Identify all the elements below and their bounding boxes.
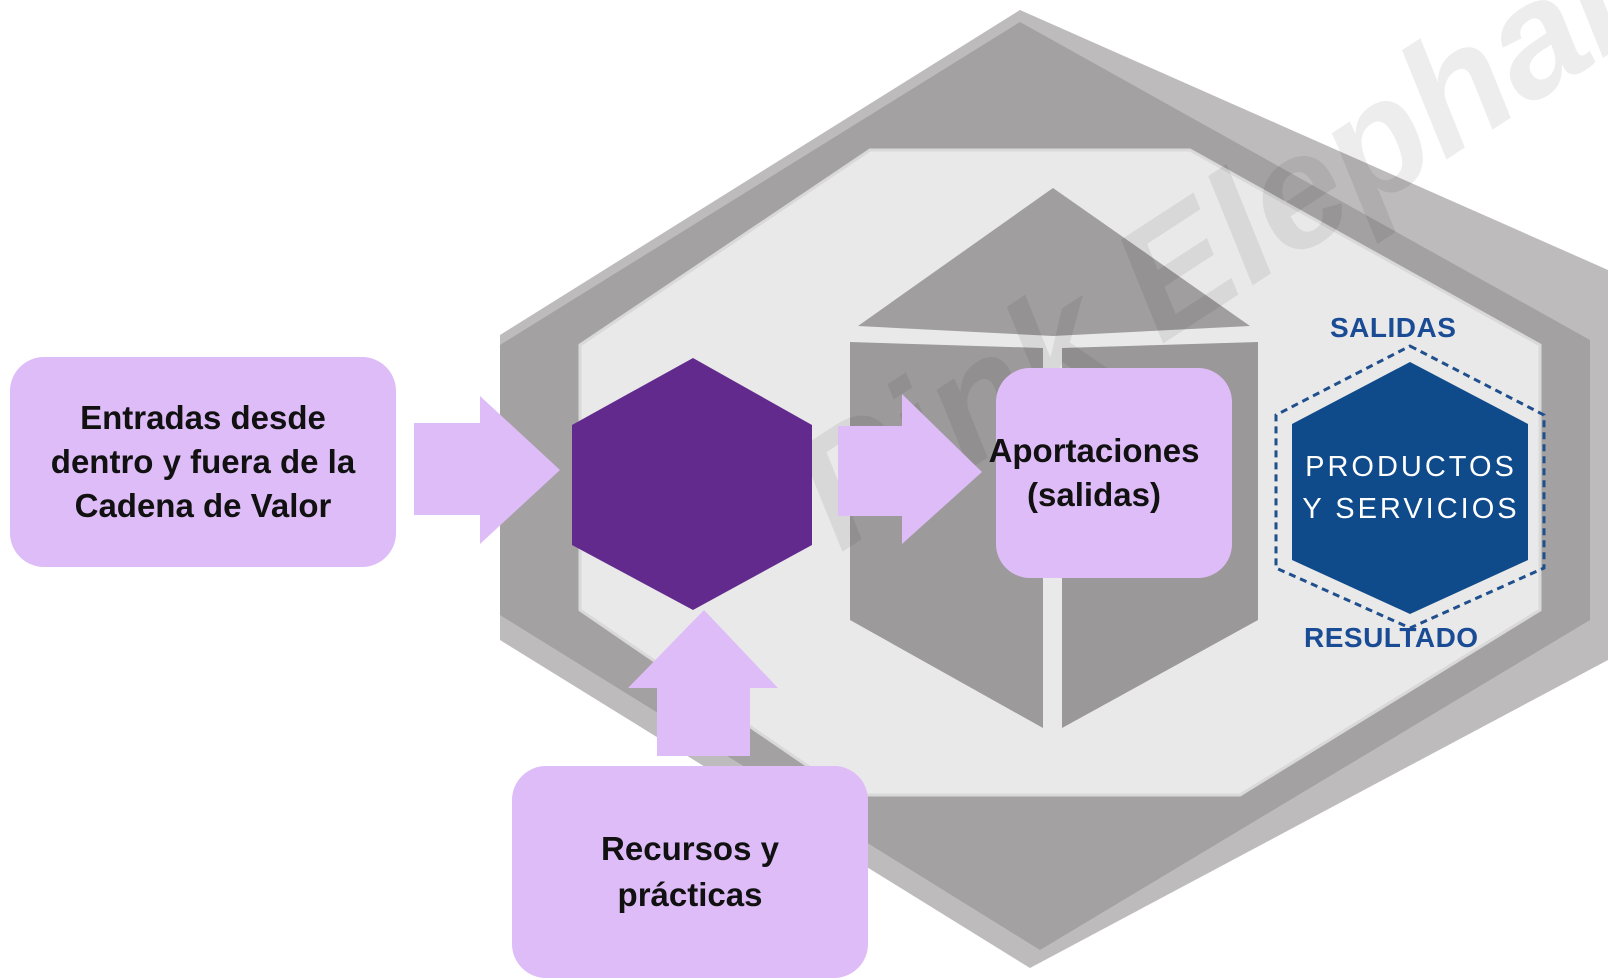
salidas-label: SALIDAS	[1330, 312, 1457, 343]
productos-servicios-label: PRODUCTOS Y SERVICIOS	[1302, 451, 1520, 525]
arrow-right-entradas	[414, 396, 560, 544]
arrow-right-aportaciones	[838, 394, 982, 544]
recursos-label: Recursos y prácticas	[601, 830, 779, 913]
entradas-box: Entradas desde dentro y fuera de la Cade…	[10, 357, 396, 567]
entradas-label: Entradas desde dentro y fuera de la Cade…	[50, 399, 356, 524]
aportaciones-box: Aportaciones (salidas)	[989, 368, 1232, 578]
outcome-hexagon-dashed-border	[1274, 344, 1546, 630]
center-hexagon	[572, 358, 812, 610]
arrow-up-recursos	[628, 610, 778, 756]
outcome-hexagon	[1292, 362, 1528, 614]
resultado-label: RESULTADO	[1304, 622, 1479, 653]
aportaciones-label: Aportaciones (salidas)	[988, 432, 1200, 513]
recursos-box: Recursos y prácticas	[512, 766, 868, 978]
cube-top-face	[858, 188, 1250, 336]
